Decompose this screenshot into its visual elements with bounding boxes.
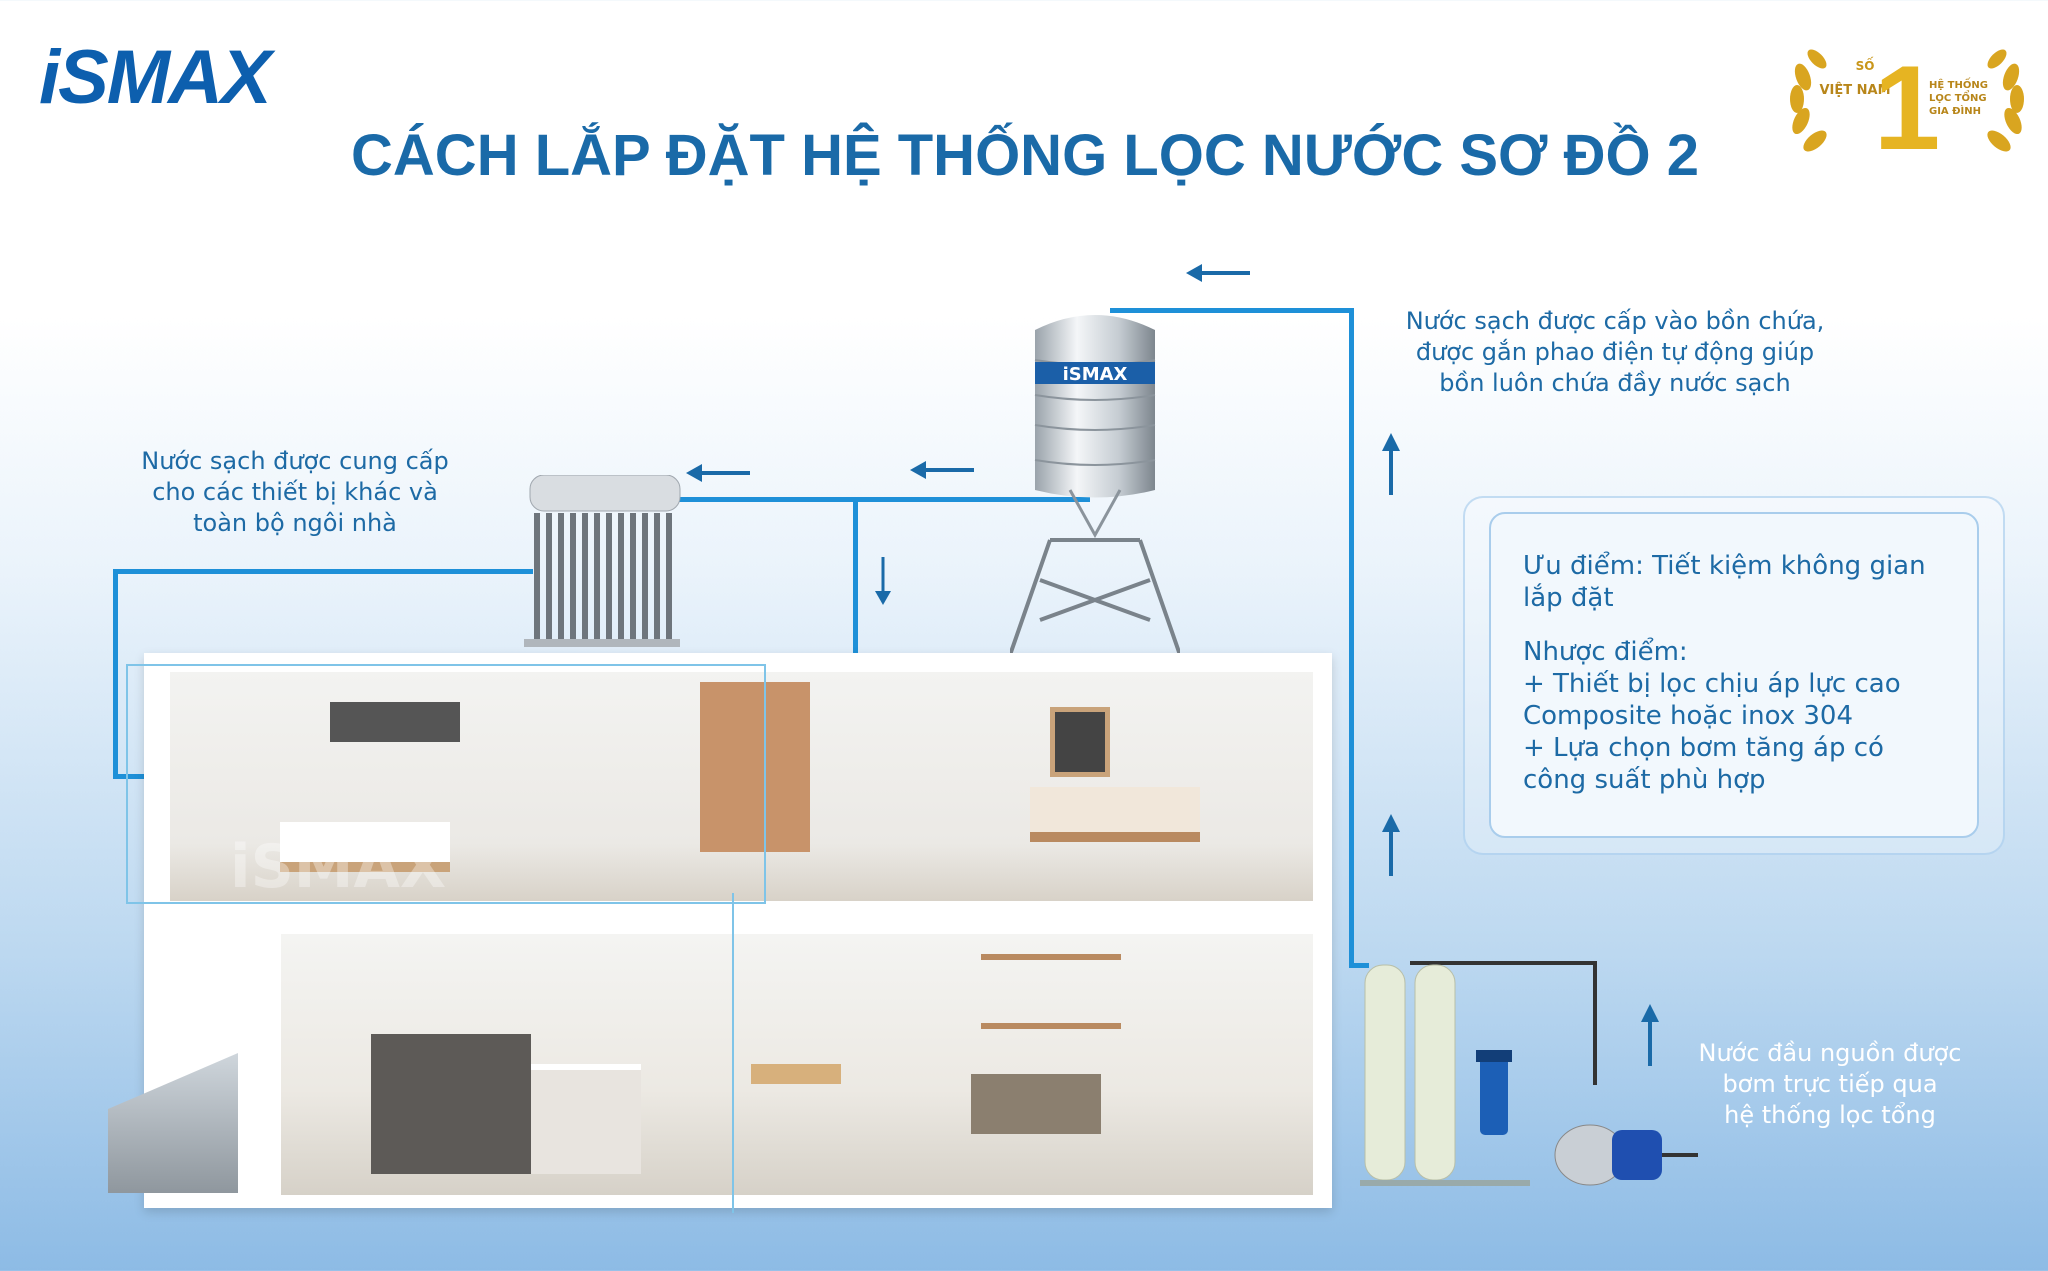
- bed: [1030, 787, 1200, 842]
- badge-text: LỌC TỔNG: [1929, 89, 1987, 104]
- arrow-down-icon: [875, 557, 891, 605]
- filter-system-illustration: [1360, 961, 1698, 1186]
- cons-text: Nhược điểm:+ Thiết bị lọc chịu áp lực ca…: [1523, 637, 1901, 795]
- water-tank-illustration: iSMAX: [1010, 315, 1180, 656]
- pipe-outline-upper: [126, 664, 766, 904]
- pipe-to-house: [853, 497, 858, 660]
- balcony: [108, 1053, 238, 1193]
- pipe-heater-supply: [113, 569, 533, 574]
- ismax-logo: iSMAX: [39, 35, 272, 120]
- badge-number: 1: [1874, 41, 1941, 163]
- upper-floor: iSMAX: [170, 672, 1313, 902]
- pipe-outline-lower: [544, 893, 734, 1213]
- wall-art: [1050, 707, 1110, 777]
- kitchen: [371, 1034, 531, 1174]
- pipe-filter-outlet: [1349, 963, 1369, 968]
- pipe-tank-to-heater: [666, 497, 1090, 502]
- arrow-left-icon: [1186, 264, 1250, 282]
- tank-logo: iSMAX: [1063, 364, 1128, 385]
- arrow-left-icon: [686, 464, 750, 482]
- shelf: [700, 682, 810, 852]
- arrow-up-icon: [1382, 433, 1400, 495]
- arrow-left-icon: [910, 461, 974, 479]
- vietnam-number-one-badge: SỐ VIỆT NAM 1 HỆ THỐNG LỌC TỔNG GIA ĐÌNH: [1790, 41, 2024, 163]
- sofa: [971, 1074, 1101, 1134]
- badge-text: GIA ĐÌNH: [1929, 104, 1981, 117]
- pipe-heater-supply-down: [113, 569, 118, 779]
- badge-text: VIỆT NAM: [1819, 82, 1890, 98]
- house-cutaway: iSMAX: [108, 653, 1332, 1213]
- solar-water-heater-illustration: [524, 475, 681, 647]
- arrow-up-icon: [1382, 814, 1400, 876]
- pipe-to-tank: [1110, 308, 1353, 313]
- dining-table: [751, 1064, 841, 1084]
- badge-text: HỆ THỐNG: [1929, 76, 1988, 91]
- arrow-up-icon: [1641, 1004, 1659, 1066]
- kitchen-island: [531, 1064, 641, 1174]
- page-title: CÁCH LẮP ĐẶT HỆ THỐNG LỌC NƯỚC SƠ ĐỒ 2: [351, 123, 1699, 188]
- tank-note: Nước sạch được cấp vào bồn chứa,được gắn…: [1405, 307, 1825, 397]
- bed: [280, 822, 450, 872]
- pipe-riser: [1349, 308, 1354, 968]
- lower-floor: [281, 934, 1313, 1195]
- badge-text: SỐ: [1856, 56, 1875, 73]
- watermark: iSMAX: [230, 832, 447, 902]
- wall-shelves: [981, 954, 1121, 1029]
- pipe-heater-supply-in: [113, 774, 165, 779]
- wall-art: [330, 702, 460, 742]
